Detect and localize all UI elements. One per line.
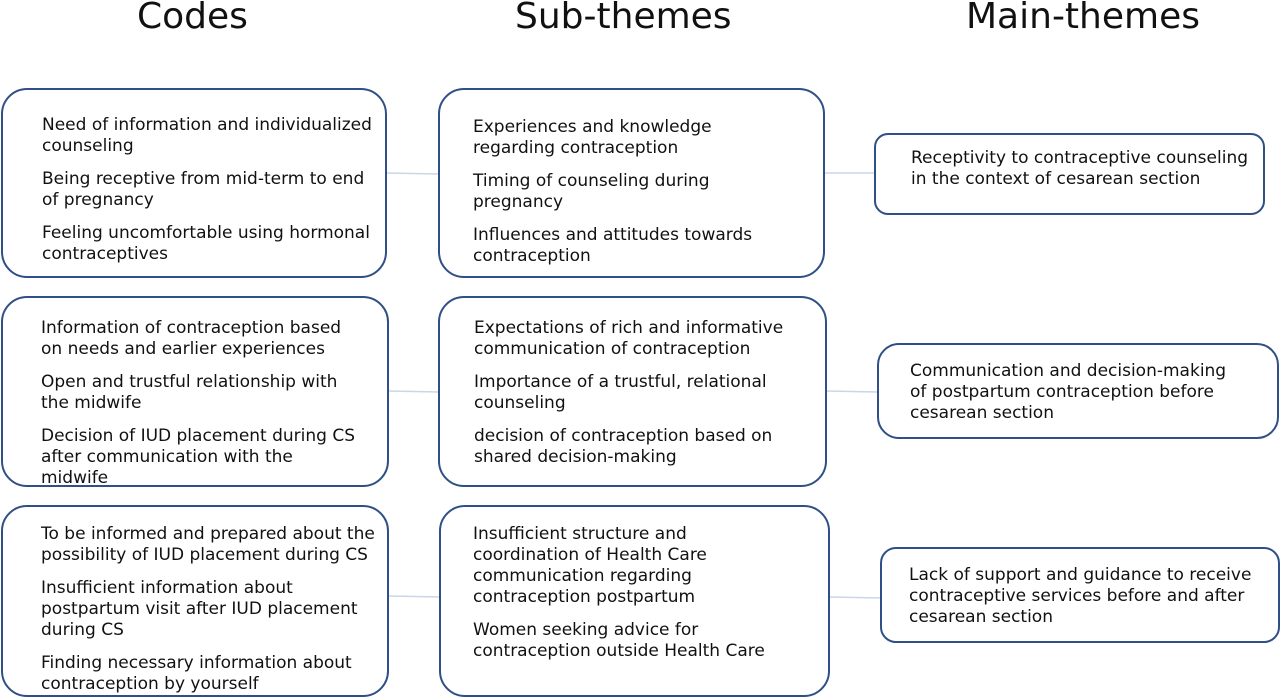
subthemes-box-2: Expectations of rich and informative com… xyxy=(438,296,827,487)
maintheme-box-1: Receptivity to contraceptive counseling … xyxy=(874,133,1265,215)
code-item: Being receptive from mid-term to end of … xyxy=(42,169,365,210)
codes-list-2: Information of contraception based on ne… xyxy=(41,318,355,489)
connector-row2-sub-main xyxy=(825,390,879,393)
subthemes-box-3: Insufficient structure and coordination … xyxy=(439,505,830,697)
subtheme-item: Influences and attitudes towards contrac… xyxy=(473,225,753,266)
subthemes-header: Sub-themes xyxy=(515,0,732,37)
subtheme-item: Women seeking advice for contraception o… xyxy=(473,620,765,661)
connector-row3-sub-main xyxy=(828,596,882,599)
codes-box-3: To be informed and prepared about the po… xyxy=(1,505,389,697)
codes-box-1: Need of information and individualized c… xyxy=(1,88,387,278)
codes-box-2: Information of contraception based on ne… xyxy=(1,296,389,489)
maintheme-label-2: Communication and decision-making of pos… xyxy=(910,361,1227,423)
subthemes-list-1: Experiences and knowledge regarding cont… xyxy=(473,117,752,267)
code-item: Decision of IUD placement during CS afte… xyxy=(41,426,356,488)
maintheme-box-3: Lack of support and guidance to receive … xyxy=(880,547,1280,643)
codes-list-3: To be informed and prepared about the po… xyxy=(41,524,375,695)
maintheme-box-2: Communication and decision-making of pos… xyxy=(877,343,1279,439)
code-item: To be informed and prepared about the po… xyxy=(41,524,375,565)
maintheme-label-3: Lack of support and guidance to receive … xyxy=(909,565,1252,627)
subthemes-list-2: Expectations of rich and informative com… xyxy=(474,318,783,468)
code-item: Need of information and individualized c… xyxy=(42,115,372,156)
code-item: Open and trustful relationship with the … xyxy=(41,372,338,413)
maintheme-label-1: Receptivity to contraceptive counseling … xyxy=(911,148,1249,189)
subtheme-item: Importance of a trustful, relational cou… xyxy=(474,372,767,413)
codes-header: Codes xyxy=(137,0,248,37)
subtheme-item: Expectations of rich and informative com… xyxy=(474,318,784,359)
mainthemes-header: Main-themes xyxy=(966,0,1200,37)
subthemes-box-1: Experiences and knowledge regarding cont… xyxy=(438,88,825,278)
subtheme-item: Insufficient structure and coordination … xyxy=(473,524,707,607)
code-item: Insufficient information about postpartu… xyxy=(41,578,358,640)
subthemes-list-3: Insufficient structure and coordination … xyxy=(473,524,765,662)
subtheme-item: Timing of counseling during pregnancy xyxy=(473,171,710,212)
code-item: Finding necessary information about cont… xyxy=(41,653,352,694)
connector-row1-codes-sub xyxy=(386,172,440,175)
connector-row2-codes-sub xyxy=(387,390,440,393)
codes-list-1: Need of information and individualized c… xyxy=(42,115,372,265)
code-item: Information of contraception based on ne… xyxy=(41,318,342,359)
code-item: Feeling uncomfortable using hormonal con… xyxy=(42,223,370,264)
subtheme-item: decision of contraception based on share… xyxy=(474,426,773,467)
subtheme-item: Experiences and knowledge regarding cont… xyxy=(473,117,712,158)
connector-row3-codes-sub xyxy=(387,595,441,598)
